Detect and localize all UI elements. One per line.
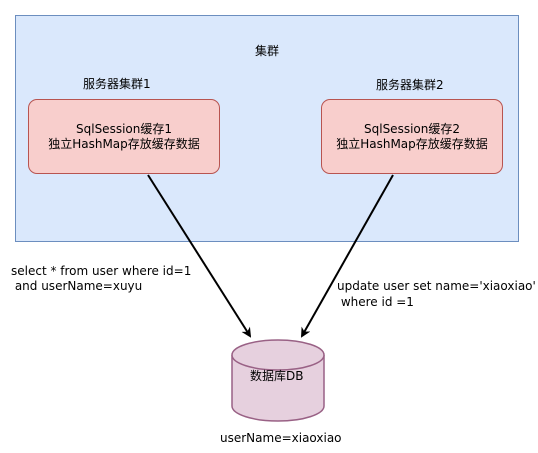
server-cluster-1-label: 服务器集群1 [83, 77, 151, 91]
sqlsession-cache-2-desc: 独立HashMap存放缓存数据 [336, 136, 488, 151]
arrow-session1-to-db [147, 174, 252, 338]
sqlsession-cache-1-desc: 独立HashMap存放缓存数据 [48, 136, 200, 151]
left-query-line-2: and userName=xuyu [11, 279, 143, 293]
database-top [231, 339, 325, 371]
sqlsession-cache-1-title: SqlSession缓存1 [76, 121, 172, 136]
arrow-session2-to-db [301, 174, 394, 338]
left-query-line-1: select * from user where id=1 [11, 264, 192, 278]
cluster-title: 集群 [255, 44, 280, 58]
server-cluster-2-label: 服务器集群2 [376, 78, 444, 92]
sqlsession-cache-2-node: SqlSession缓存2 独立HashMap存放缓存数据 [321, 99, 503, 174]
right-query-line-2: where id =1 [337, 295, 414, 309]
footer-username-note: userName=xiaoxiao [220, 431, 342, 445]
right-query-line-1: update user set name='xiaoxiao' [337, 279, 536, 293]
database-cylinder [231, 339, 325, 422]
database-label: 数据库DB [250, 369, 304, 383]
sqlsession-cache-1-node: SqlSession缓存1 独立HashMap存放缓存数据 [28, 99, 220, 174]
sqlsession-cache-2-title: SqlSession缓存2 [364, 121, 460, 136]
database-body [231, 355, 325, 422]
